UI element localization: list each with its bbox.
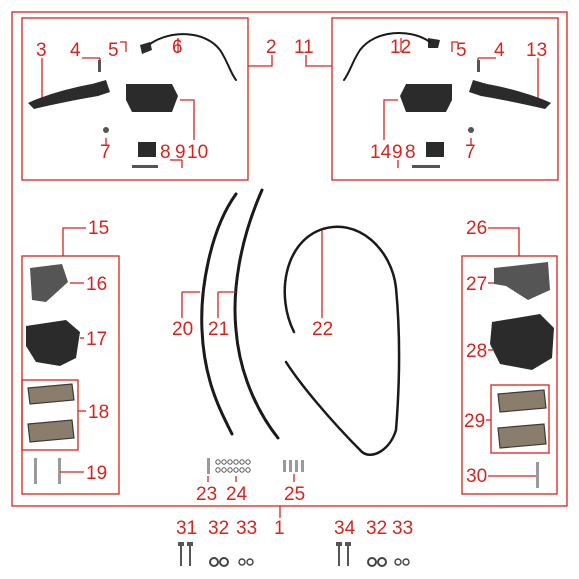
callout-1: 1 [274,518,285,539]
callout-11: 11 [294,37,314,58]
bolts-34-part [336,542,351,566]
brake-pad-left-top-part [27,383,75,405]
callout-8: 8 [160,142,171,163]
right-pad-box [490,384,550,454]
clamp-right-part [426,142,444,157]
callout-26: 26 [466,218,487,239]
callout-32: 32 [208,518,229,539]
callout-23: 23 [196,484,217,505]
left-caliper-box [21,255,120,495]
callout-9b: 9 [392,142,403,163]
callout-22: 22 [312,319,333,340]
bolt-23-part [207,458,210,474]
callout-2: 2 [266,37,277,58]
callout-32b: 32 [366,518,387,539]
brake-lever-left-part [28,80,110,109]
callout-5b: 5 [456,40,467,61]
leader-15 [62,227,86,256]
callout-18: 18 [88,402,109,423]
callout-17: 17 [86,329,107,350]
leader-26 [488,227,520,256]
pivot-bolt-right-part [477,60,480,72]
pin-right-part [536,462,539,488]
brake-caliper-left-part [26,320,80,366]
caliper-bracket-left-part [30,264,68,302]
callout-30: 30 [466,466,487,487]
clamp-bolt-left-part [132,165,158,168]
brake-light-switch-right-part [428,38,440,48]
callout-4: 4 [70,40,81,61]
brake-lever-right-part [469,80,551,109]
callout-24: 24 [226,484,248,505]
clamp-bolt-right-part [412,165,440,168]
brake-caliper-right-part [490,314,554,370]
callout-33: 33 [236,518,257,539]
switch-wire-right-part [343,32,431,81]
pin-left-a-part [34,458,37,484]
leader-5r [451,41,458,52]
washers-33-part [238,558,254,566]
left-pad-box [21,379,79,451]
master-cylinder-right-part [400,84,452,112]
callout-16: 16 [86,274,107,295]
callout-34: 34 [334,518,356,539]
callout-29: 29 [464,411,485,432]
callout-31: 31 [176,518,197,539]
callout-21: 21 [208,319,229,340]
brake-light-switch-part [140,42,152,54]
callout-9: 9 [175,142,186,163]
pivot-bolt-part [98,60,101,72]
callout-3: 3 [36,40,47,61]
callout-4b: 4 [494,40,505,61]
bolts-31-part [178,542,193,566]
leader-10 [180,99,195,140]
brake-hose-21-part [233,188,280,440]
caliper-bracket-right-part [494,262,550,300]
callout-5: 5 [108,40,119,61]
callout-28: 28 [466,341,487,362]
callout-33b: 33 [392,518,413,539]
callout-12: 12 [390,37,411,58]
callout-14: 14 [370,142,392,163]
callout-7b: 7 [465,142,476,163]
brake-pad-right-top-part [497,389,547,413]
right-master-cylinder-box [331,17,559,181]
brake-pad-left-bottom-part [27,419,75,443]
callout-13: 13 [526,40,547,61]
leader-11 [305,55,332,67]
callout-15: 15 [88,218,109,239]
callout-10: 10 [187,142,208,163]
master-cylinder-left-part [126,84,178,112]
callout-20: 20 [172,319,193,340]
switch-wire-part [149,33,237,81]
screw-right-part [468,127,474,133]
callout-19: 19 [86,463,107,484]
callout-7: 7 [100,142,111,163]
assembly-frame [11,11,568,507]
washers-24-part [215,459,251,473]
brake-hose-20-part [200,192,238,436]
brake-pad-right-bottom-part [497,423,547,449]
pin-left-b-part [58,458,61,484]
left-master-cylinder-box [21,17,249,181]
screw-left-part [103,127,109,133]
leader-2 [248,55,273,67]
callout-27: 27 [466,274,487,295]
washers-32-part [209,557,229,567]
callout-6: 6 [172,37,183,58]
leader-14 [383,99,398,140]
callout-25: 25 [284,484,305,505]
callout-8b: 8 [405,142,416,163]
leader-5 [120,41,127,52]
bolts-25-part [283,460,304,472]
washers-33b-part [394,558,410,566]
washers-32b-part [367,557,387,567]
brake-hose-22-part [283,225,401,456]
clamp-left-part [138,142,156,157]
right-caliper-box [461,255,558,495]
